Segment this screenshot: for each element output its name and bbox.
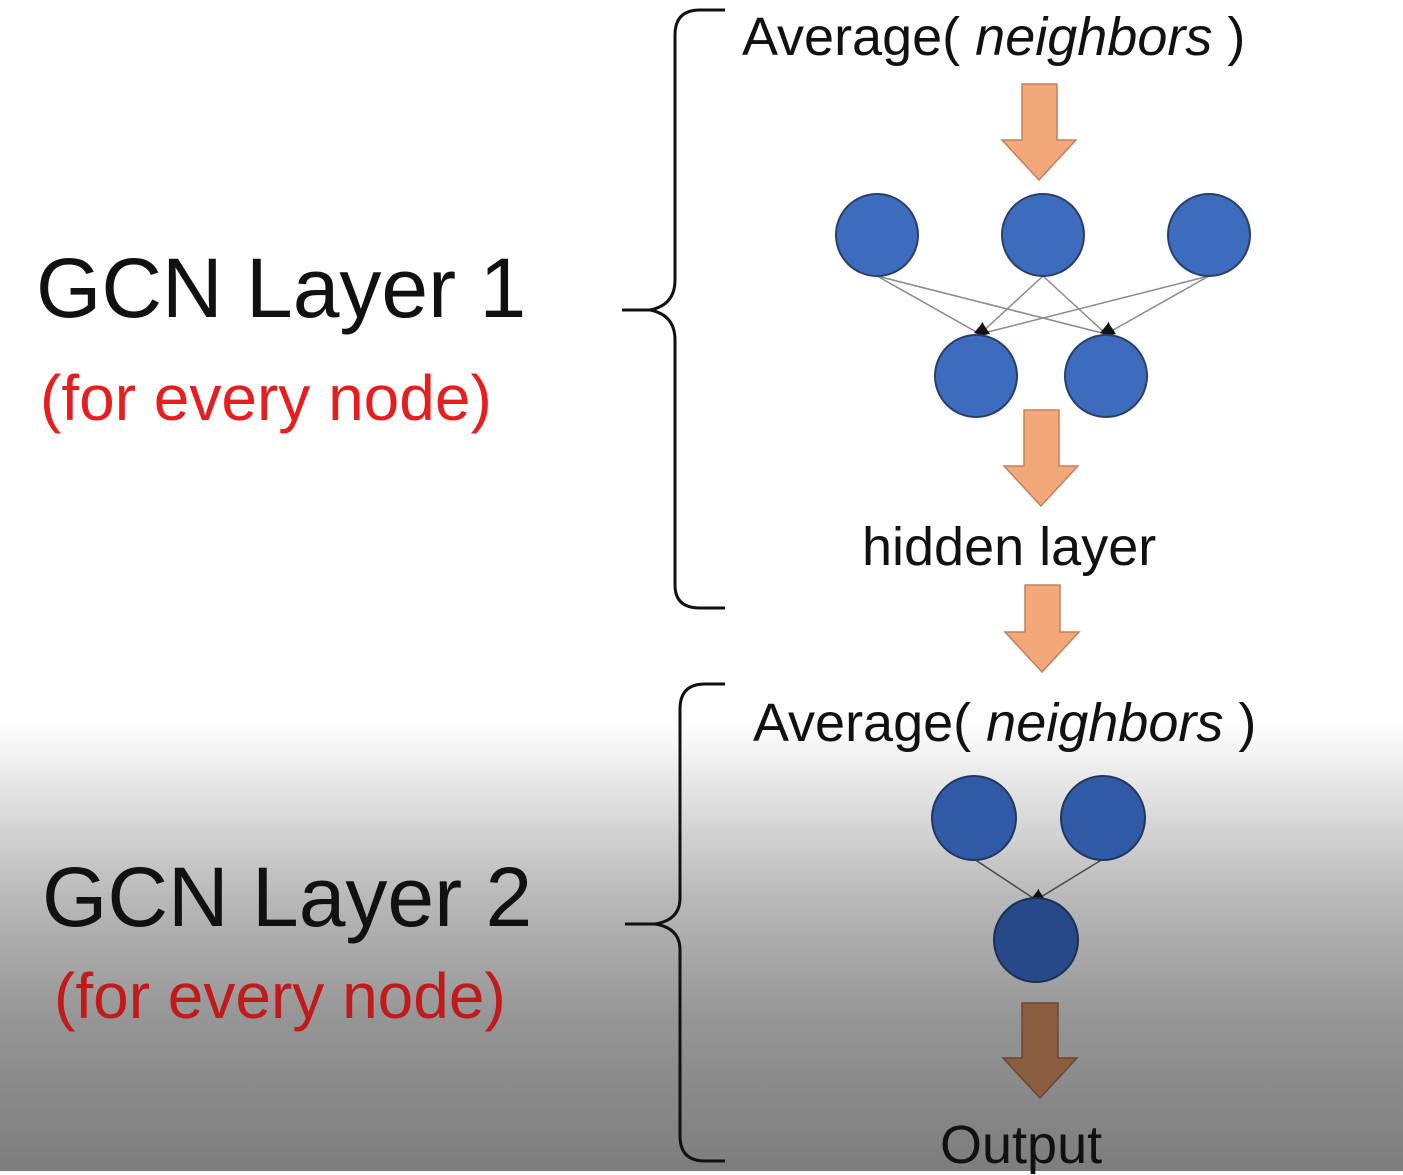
hidden-node-1 — [934, 334, 1018, 418]
layer2-input-node-2 — [1060, 775, 1146, 861]
input-node-2 — [1001, 193, 1085, 277]
aggregation-prefix: Average( — [753, 693, 972, 753]
aggregation-argument: neighbors — [975, 7, 1213, 67]
layer-1-subtitle: (for every node) — [40, 362, 492, 434]
down-arrow-output — [1001, 1002, 1079, 1100]
output-label: Output — [940, 1115, 1103, 1175]
edge-arrowheads-layer-1 — [974, 322, 1116, 336]
down-arrow-1 — [1000, 83, 1078, 182]
edges-layer-2 — [973, 858, 1104, 901]
brace-layer-1 — [622, 8, 725, 610]
down-arrow-2 — [1002, 409, 1080, 508]
layer2-input-node-1 — [931, 775, 1017, 861]
layer-1-aggregation-label: Average( neighbors ) — [742, 10, 1245, 64]
output-node — [993, 897, 1079, 983]
layer-2-title: GCN Layer 2 — [42, 850, 533, 944]
brace-layer-2 — [625, 682, 725, 1163]
input-node-3 — [1167, 193, 1251, 277]
edges-layer-1 — [876, 275, 1210, 335]
aggregation-argument: neighbors — [986, 693, 1224, 753]
hidden-layer-label: hidden layer — [862, 517, 1157, 577]
hidden-node-2 — [1064, 334, 1148, 418]
aggregation-suffix: ) — [1238, 693, 1257, 753]
down-arrow-3 — [1003, 584, 1081, 674]
aggregation-prefix: Average( — [742, 7, 961, 67]
input-node-1 — [835, 193, 919, 277]
layer-2-subtitle: (for every node) — [54, 960, 506, 1032]
aggregation-suffix: ) — [1227, 7, 1246, 67]
layer-1-title: GCN Layer 1 — [36, 241, 527, 335]
layer-2-aggregation-label: Average( neighbors ) — [753, 696, 1256, 750]
